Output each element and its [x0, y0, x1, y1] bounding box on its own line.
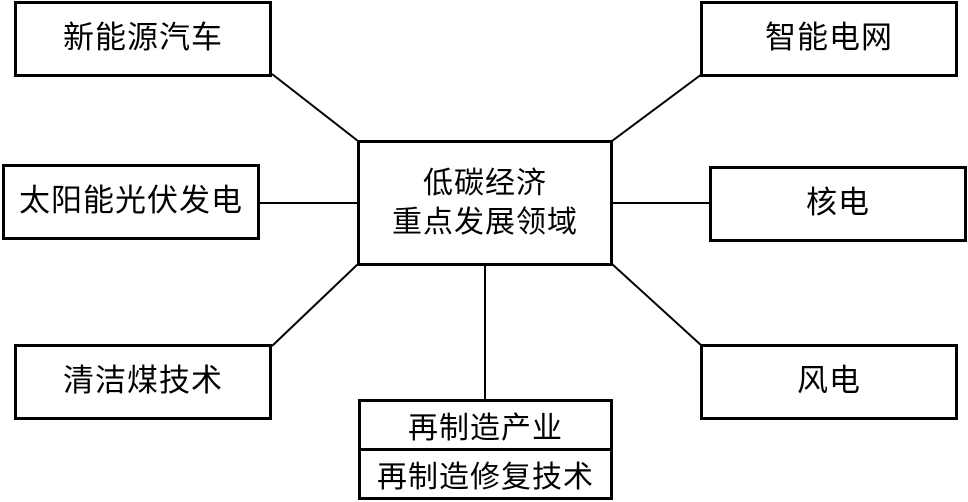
node-clean-coal-label: 清洁煤技术: [63, 363, 223, 400]
node-nuclear-label: 核电: [806, 185, 870, 222]
node-remanufacturing-industry: 再制造产业: [361, 402, 610, 448]
node-wind-label: 风电: [797, 363, 861, 400]
edge-center-to-new-energy-vehicles: [271, 73, 359, 142]
edge-center-to-clean-coal: [271, 263, 359, 347]
edge-center-to-smart-grid: [611, 73, 703, 142]
node-wind: 风电: [700, 344, 958, 420]
node-smart-grid-label: 智能电网: [765, 20, 893, 57]
node-clean-coal: 清洁煤技术: [14, 344, 272, 420]
node-remanufacturing: 再制造产业 再制造修复技术: [358, 399, 613, 500]
node-new-energy-vehicles: 新能源汽车: [14, 1, 272, 77]
node-new-energy-vehicles-label: 新能源汽车: [63, 20, 223, 57]
node-center-low-carbon-economy: 低碳经济 重点发展领域: [357, 140, 613, 266]
node-remanufacturing-repair-tech: 再制造修复技术: [361, 448, 610, 497]
node-solar-pv-label: 太阳能光伏发电: [19, 183, 243, 220]
edge-center-to-wind: [611, 263, 703, 347]
center-title-line-2: 重点发展领域: [392, 205, 578, 240]
node-nuclear: 核电: [709, 166, 967, 242]
node-smart-grid: 智能电网: [700, 1, 958, 77]
remanufacturing-repair-tech-label: 再制造修复技术: [377, 460, 594, 495]
center-title-line-1: 低碳经济: [423, 166, 547, 201]
node-solar-pv: 太阳能光伏发电: [2, 164, 260, 240]
remanufacturing-industry-label: 再制造产业: [408, 411, 563, 446]
